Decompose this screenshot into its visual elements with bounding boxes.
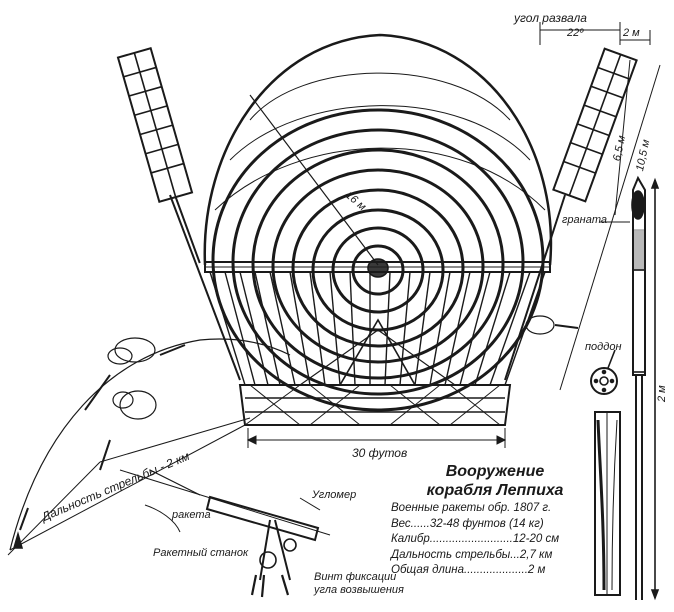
goniometer-pointer — [299, 497, 321, 511]
grenade-label: граната — [562, 214, 607, 226]
screw-label-2: угла возвышения — [314, 584, 404, 596]
goniometer-label: Угломер — [312, 489, 357, 501]
width-30ft-label: 30 футов — [352, 446, 408, 460]
angle-dimension — [539, 22, 661, 391]
rocket-section — [594, 411, 621, 596]
gondola-frame — [238, 318, 512, 426]
spec-line: Вес......32-48 фунтов (14 кг) — [391, 517, 544, 530]
right-paddle-wing — [552, 47, 638, 203]
width-2m-label: 2 м — [623, 27, 640, 39]
spec-line: Общая длина....................2 м — [391, 564, 546, 576]
rocket-length-label: 2 м — [656, 385, 668, 402]
pallet-disc — [590, 349, 618, 395]
title-line-1: Вооружение — [445, 463, 545, 480]
spec-line: Калибр..........................12-20 см — [391, 533, 560, 545]
range-line — [7, 417, 251, 556]
title-line-2: корабля Леппиха — [426, 482, 564, 499]
rocket-launcher — [119, 469, 331, 598]
rocket-drawing — [631, 175, 660, 601]
launcher-label: Ракетный станок — [153, 547, 249, 559]
dimension-30ft — [246, 428, 507, 448]
angle-value-label: 22º — [567, 27, 584, 39]
screw-label-1: Винт фиксации — [314, 571, 397, 583]
right-wing-shaft — [504, 194, 566, 381]
left-wing-shaft — [169, 194, 241, 381]
balloon-envelope — [203, 33, 553, 412]
spec-line: Военные ракеты обр. 1807 г. — [391, 502, 552, 514]
spec-line: Дальность стрельбы...2,7 км — [391, 548, 553, 561]
rocket-label: ракета — [172, 509, 211, 521]
specs-list: Военные ракеты обр. 1807 г. Вес......32-… — [391, 502, 591, 577]
left-paddle-wing — [116, 46, 201, 264]
trajectory — [9, 315, 579, 551]
equator-ring — [204, 261, 551, 273]
spread-angle-label: угол развала — [514, 11, 587, 25]
suspension-lines — [209, 271, 546, 386]
pallet-label: поддон — [585, 341, 622, 353]
